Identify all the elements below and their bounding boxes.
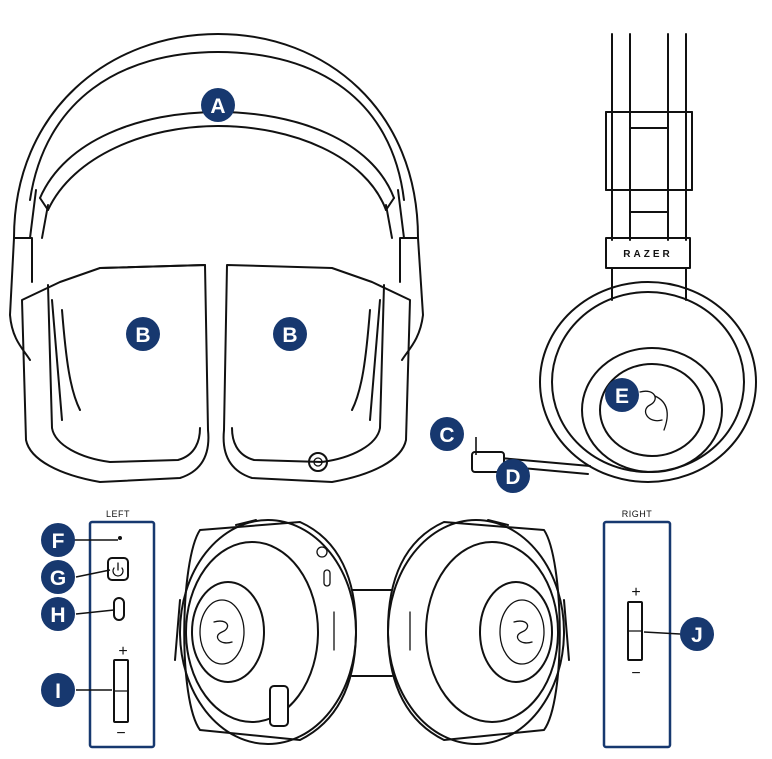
svg-text:C: C xyxy=(439,424,454,447)
svg-text:E: E xyxy=(615,385,629,408)
side-view-headset: RAZER xyxy=(472,34,756,482)
left-controls-panel: LEFT + − xyxy=(90,509,154,747)
svg-text:J: J xyxy=(691,624,703,647)
svg-text:A: A xyxy=(210,95,225,118)
callout-B-left: B xyxy=(126,317,160,351)
left-earcup-bottom xyxy=(175,520,356,744)
callout-J: J xyxy=(680,617,714,651)
bottom-view-headset xyxy=(175,520,569,744)
svg-text:I: I xyxy=(55,680,61,703)
right-plus-sign: + xyxy=(631,584,640,601)
callout-E: E xyxy=(605,378,639,412)
right-controls-panel: RIGHT + − xyxy=(604,509,670,747)
callout-leaders xyxy=(72,437,680,690)
power-icon xyxy=(113,563,123,576)
right-minus-sign: − xyxy=(631,665,640,682)
left-earcup-front xyxy=(22,265,208,482)
svg-text:G: G xyxy=(50,567,66,590)
usb-c-port xyxy=(114,598,124,620)
callout-A: A xyxy=(201,88,235,122)
svg-text:D: D xyxy=(505,466,520,489)
callout-F: F xyxy=(41,523,75,557)
microphone-boom xyxy=(472,452,590,474)
right-earcup-front xyxy=(224,265,410,482)
left-minus-sign: − xyxy=(116,725,125,742)
status-led xyxy=(118,536,122,540)
callout-C: C xyxy=(430,417,464,451)
callout-B-right: B xyxy=(273,317,307,351)
callout-H: H xyxy=(41,597,75,631)
right-panel-label: RIGHT xyxy=(622,509,653,519)
callout-D: D xyxy=(496,459,530,493)
right-earcup-bottom xyxy=(388,520,569,744)
headband xyxy=(40,112,394,210)
svg-text:B: B xyxy=(135,324,150,347)
svg-text:H: H xyxy=(50,604,65,627)
left-panel-label: LEFT xyxy=(106,509,130,519)
svg-text:B: B xyxy=(282,324,297,347)
callout-G: G xyxy=(41,560,75,594)
svg-text:F: F xyxy=(52,530,65,553)
callout-I: I xyxy=(41,673,75,707)
brand-text: RAZER xyxy=(623,249,672,260)
left-plus-sign: + xyxy=(118,643,127,660)
